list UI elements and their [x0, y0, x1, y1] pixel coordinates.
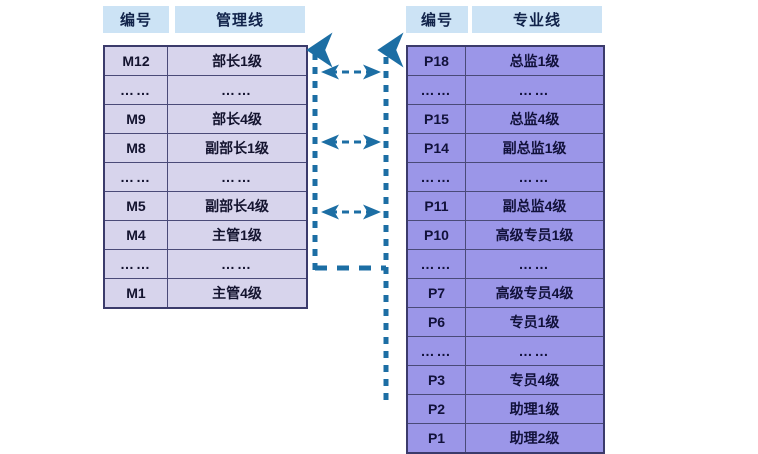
table-row: P2 助理1级	[406, 394, 605, 424]
left-header-code-label: 编号	[119, 12, 152, 29]
table-row: …… ……	[406, 249, 605, 279]
cell-name: ……	[167, 75, 308, 105]
left-header-name-label: 管理线	[215, 12, 264, 29]
cell-code: ……	[406, 75, 466, 105]
cell-code: P2	[406, 394, 466, 424]
left-header-code: 编号	[103, 6, 169, 33]
management-line-table-body: M12 部长1级 …… …… M9 部长4级 M8 副部长1级 …… …… M5…	[103, 45, 308, 309]
cell-name: 副总监4级	[465, 191, 605, 221]
table-row: P14 副总监1级	[406, 133, 605, 163]
professional-line-table: P18 总监1级 …… …… P15 总监4级 P14 副总监1级 …… …… …	[406, 45, 605, 454]
cell-name: 部长4级	[167, 104, 308, 134]
diagram-canvas: 编号 管理线 编号 专业线 M12 部长1级 …… …… M9 部长4级 M8	[103, 6, 605, 454]
right-header-code: 编号	[406, 6, 468, 33]
cell-name: 助理2级	[465, 423, 605, 454]
cell-name: 总监1级	[465, 45, 605, 76]
table-row: M4 主管1级	[103, 220, 308, 250]
cell-code: P10	[406, 220, 466, 250]
cell-code: ……	[103, 162, 168, 192]
table-row: M1 主管4级	[103, 278, 308, 309]
cell-code: ……	[406, 336, 466, 366]
cell-code: ……	[406, 249, 466, 279]
cell-name: ……	[167, 162, 308, 192]
cell-name: ……	[465, 75, 605, 105]
right-header-code-label: 编号	[420, 12, 453, 29]
cell-code: ……	[103, 249, 168, 279]
cell-code: M12	[103, 45, 168, 76]
table-row: P7 高级专员4级	[406, 278, 605, 308]
table-row: M8 副部长1级	[103, 133, 308, 163]
cell-name: 高级专员4级	[465, 278, 605, 308]
cell-name: ……	[167, 249, 308, 279]
table-row: …… ……	[103, 249, 308, 279]
table-row: P15 总监4级	[406, 104, 605, 134]
cell-name: 主管1级	[167, 220, 308, 250]
table-row: P18 总监1级	[406, 45, 605, 76]
table-row: P10 高级专员1级	[406, 220, 605, 250]
cell-code: M1	[103, 278, 168, 309]
cell-code: ……	[406, 162, 466, 192]
cell-name: 专员4级	[465, 365, 605, 395]
cell-code: P1	[406, 423, 466, 454]
professional-line-table-body: P18 总监1级 …… …… P15 总监4级 P14 副总监1级 …… …… …	[406, 45, 605, 454]
table-row: …… ……	[406, 75, 605, 105]
cell-name: 专员1级	[465, 307, 605, 337]
cell-code: ……	[103, 75, 168, 105]
cell-code: M9	[103, 104, 168, 134]
cell-code: P15	[406, 104, 466, 134]
cell-code: P11	[406, 191, 466, 221]
table-row: …… ……	[406, 336, 605, 366]
table-row: M5 副部长4级	[103, 191, 308, 221]
table-row: P1 助理2级	[406, 423, 605, 454]
cell-code: M8	[103, 133, 168, 163]
cell-name: ……	[465, 162, 605, 192]
right-header-name-label: 专业线	[512, 12, 561, 29]
management-line-table: M12 部长1级 …… …… M9 部长4级 M8 副部长1级 …… …… M5…	[103, 45, 308, 309]
cell-name: 副部长1级	[167, 133, 308, 163]
cell-code: P7	[406, 278, 466, 308]
table-row: P3 专员4级	[406, 365, 605, 395]
right-header-name: 专业线	[472, 6, 602, 33]
cell-code: P3	[406, 365, 466, 395]
cell-code: P14	[406, 133, 466, 163]
cell-name: 总监4级	[465, 104, 605, 134]
cell-code: P6	[406, 307, 466, 337]
cell-name: 助理1级	[465, 394, 605, 424]
cell-name: 副总监1级	[465, 133, 605, 163]
table-row: …… ……	[103, 162, 308, 192]
cell-name: 高级专员1级	[465, 220, 605, 250]
table-row: …… ……	[406, 162, 605, 192]
cell-name: 主管4级	[167, 278, 308, 309]
table-row: …… ……	[103, 75, 308, 105]
table-row: P11 副总监4级	[406, 191, 605, 221]
left-header-name: 管理线	[175, 6, 305, 33]
cell-name: 副部长4级	[167, 191, 308, 221]
table-row: P6 专员1级	[406, 307, 605, 337]
table-row: M9 部长4级	[103, 104, 308, 134]
cell-code: P18	[406, 45, 466, 76]
table-row: M12 部长1级	[103, 45, 308, 76]
cell-name: ……	[465, 249, 605, 279]
cell-code: M5	[103, 191, 168, 221]
cell-name: 部长1级	[167, 45, 308, 76]
cell-name: ……	[465, 336, 605, 366]
cell-code: M4	[103, 220, 168, 250]
